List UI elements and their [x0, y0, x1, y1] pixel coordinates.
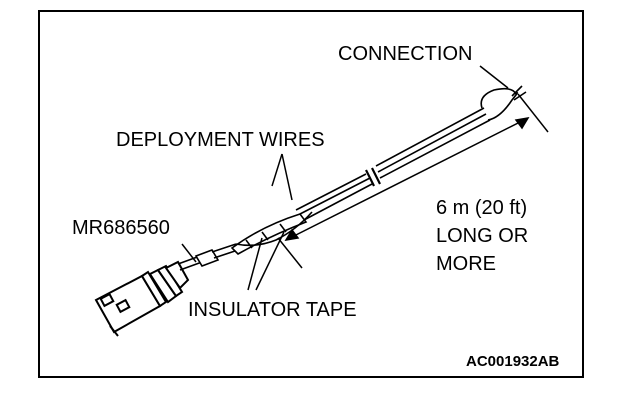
connection-loop [480, 85, 527, 121]
diagram-frame [38, 10, 584, 378]
length-label-line2: LONG OR [436, 225, 528, 247]
connection-leader [479, 65, 509, 89]
deployment-wire-pair [295, 107, 491, 221]
length-label-line3: MORE [436, 253, 496, 275]
part-number-leader [181, 243, 197, 263]
part-number-label: MR686560 [72, 217, 170, 239]
deployment-wires-label: DEPLOYMENT WIRES [116, 129, 325, 151]
insulator-tape-label: INSULATOR TAPE [188, 299, 357, 321]
length-label-line1: 6 m (20 ft) [436, 197, 527, 219]
insulator-splice [230, 211, 313, 255]
deployment-wires-leaders [271, 153, 293, 201]
figure-code-label: AC001932AB [466, 353, 560, 370]
pigtail-wire [177, 243, 239, 271]
connector-plug [94, 260, 190, 337]
wire-break-marks [365, 167, 381, 187]
length-dimension [277, 93, 549, 269]
insulator-tape-leaders [247, 231, 285, 291]
connection-label: CONNECTION [338, 43, 472, 65]
